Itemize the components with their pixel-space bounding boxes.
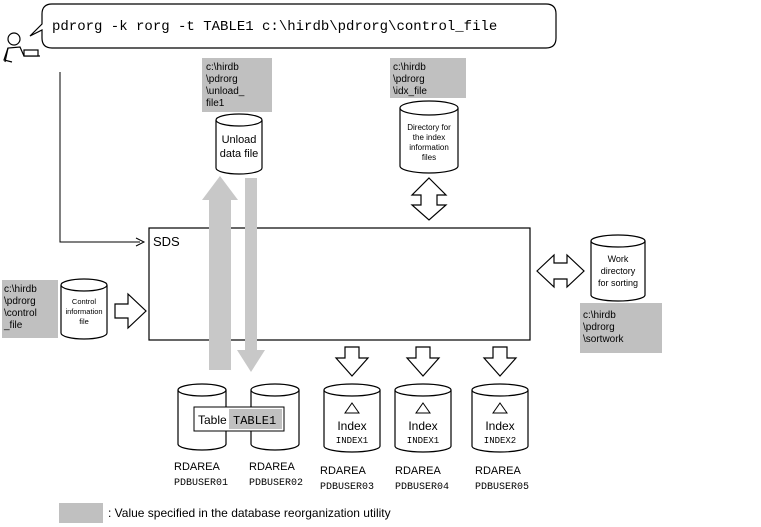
rdarea-label-3: RDAREA PDBUSER03 xyxy=(320,465,374,493)
legend-text: : Value specified in the database reorga… xyxy=(108,506,391,520)
index-cylinder-1: Index INDEX1 xyxy=(323,383,381,453)
reload-down-arrow xyxy=(237,178,265,372)
legend-swatch xyxy=(59,503,103,523)
sds-to-index2-arrow xyxy=(405,346,441,377)
svg-text:Unload: Unload xyxy=(222,134,257,146)
svg-text:PDBUSER03: PDBUSER03 xyxy=(320,482,374,493)
svg-text:Index: Index xyxy=(337,419,366,433)
svg-text:Index: Index xyxy=(408,419,437,433)
svg-text:\idx_file: \idx_file xyxy=(393,86,427,97)
svg-text:information: information xyxy=(65,307,102,316)
idx-double-arrow xyxy=(410,177,448,221)
svg-text:PDBUSER02: PDBUSER02 xyxy=(249,478,303,489)
sds-box xyxy=(148,227,531,341)
unload-up-arrow xyxy=(202,176,238,370)
svg-text:c:\hirdb: c:\hirdb xyxy=(583,310,616,321)
svg-text:c:\hirdb: c:\hirdb xyxy=(393,62,426,73)
svg-text:\pdrorg: \pdrorg xyxy=(583,322,615,333)
svg-text:RDAREA: RDAREA xyxy=(320,465,367,477)
idx-path-box xyxy=(390,58,466,98)
svg-text:PDBUSER01: PDBUSER01 xyxy=(174,478,228,489)
svg-text:c:\hirdb: c:\hirdb xyxy=(4,284,37,295)
svg-text:\control: \control xyxy=(4,308,37,319)
unload-path-box xyxy=(202,58,272,112)
command-text: pdrorg -k rorg -t TABLE1 c:\hirdb\pdrorg… xyxy=(52,19,497,35)
svg-text:PDBUSER04: PDBUSER04 xyxy=(395,482,449,493)
command-arrowhead xyxy=(135,237,146,247)
control-path-box xyxy=(2,280,58,338)
sortwork-path-box xyxy=(580,303,662,353)
unload-path-text: c:\hirdb \pdrorg \unload_ file1 xyxy=(206,62,245,109)
svg-text:\pdrorg: \pdrorg xyxy=(393,74,425,85)
rdarea-label-1: RDAREA PDBUSER01 xyxy=(174,461,228,489)
svg-text:INDEX1: INDEX1 xyxy=(407,436,439,446)
rdarea-label-2: RDAREA PDBUSER02 xyxy=(249,461,303,489)
svg-text:the index: the index xyxy=(413,133,445,142)
svg-text:Table: Table xyxy=(198,413,227,427)
svg-text:RDAREA: RDAREA xyxy=(174,461,221,473)
svg-text:PDBUSER05: PDBUSER05 xyxy=(475,482,529,493)
index-info-directory: Directory for the index information file… xyxy=(399,100,459,174)
control-path-text: c:\hirdb \pdrorg \control _file xyxy=(3,284,37,331)
svg-text:file: file xyxy=(79,317,89,326)
svg-text:RDAREA: RDAREA xyxy=(475,465,522,477)
unload-data-file: Unload data file xyxy=(215,113,263,175)
svg-text:_file: _file xyxy=(3,320,23,331)
table-label: Table TABLE1 xyxy=(193,406,285,432)
svg-text:RDAREA: RDAREA xyxy=(249,461,296,473)
svg-text:Control: Control xyxy=(72,297,97,306)
svg-text:\unload_: \unload_ xyxy=(206,86,245,97)
svg-text:INDEX2: INDEX2 xyxy=(484,436,516,446)
svg-text:files: files xyxy=(422,153,436,162)
svg-text:Work: Work xyxy=(608,254,629,264)
index-cylinder-3: Index INDEX2 xyxy=(471,383,529,453)
idx-path-text: c:\hirdb \pdrorg \idx_file xyxy=(393,62,427,97)
sds-to-index3-arrow xyxy=(482,346,518,377)
svg-text:file1: file1 xyxy=(206,98,225,109)
svg-text:directory: directory xyxy=(601,266,636,276)
svg-text:TABLE1: TABLE1 xyxy=(233,414,276,428)
sortwork-path-text: c:\hirdb \pdrorg \sortwork xyxy=(583,310,625,345)
svg-text:information: information xyxy=(409,143,449,152)
control-to-sds-arrow xyxy=(114,292,147,330)
svg-text:Index: Index xyxy=(485,419,514,433)
svg-text:\pdrorg: \pdrorg xyxy=(4,296,36,307)
svg-text:\pdrorg: \pdrorg xyxy=(206,74,238,85)
svg-text:data file: data file xyxy=(220,148,259,160)
work-double-arrow xyxy=(536,253,585,289)
svg-text:Directory for: Directory for xyxy=(407,123,451,132)
sds-label: SDS xyxy=(153,234,180,249)
control-info-file: Control information file xyxy=(60,278,108,340)
svg-text:for sorting: for sorting xyxy=(598,278,638,288)
command-balloon xyxy=(29,3,557,49)
svg-text:c:\hirdb: c:\hirdb xyxy=(206,62,239,73)
sds-to-index1-arrow xyxy=(334,346,370,377)
rdarea-label-4: RDAREA PDBUSER04 xyxy=(395,465,449,493)
user-icon xyxy=(3,32,40,63)
rdarea-label-5: RDAREA PDBUSER05 xyxy=(475,465,529,493)
work-directory-sorting: Work directory for sorting xyxy=(590,234,646,302)
command-to-sds-line xyxy=(59,72,140,243)
svg-text:\sortwork: \sortwork xyxy=(583,334,625,345)
svg-text:INDEX1: INDEX1 xyxy=(336,436,368,446)
svg-text:RDAREA: RDAREA xyxy=(395,465,442,477)
index-cylinder-2: Index INDEX1 xyxy=(394,383,452,453)
